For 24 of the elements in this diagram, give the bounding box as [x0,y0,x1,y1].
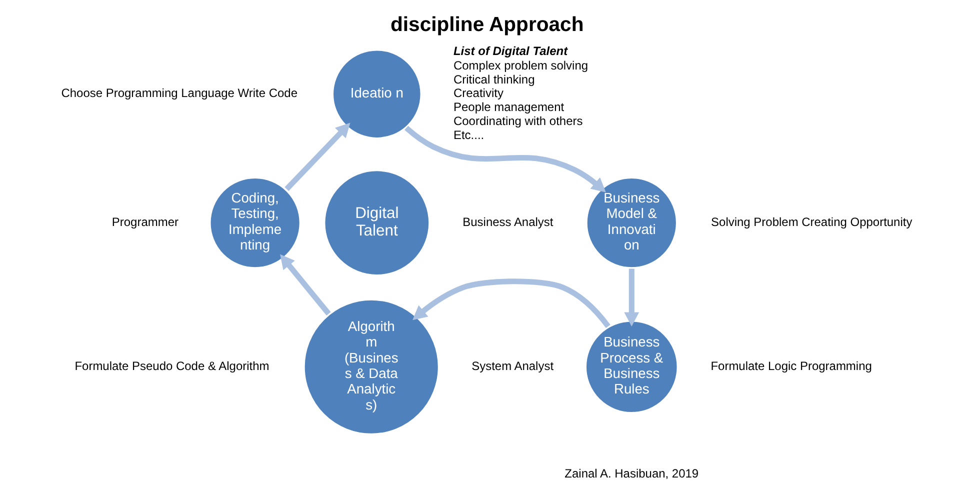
label: Formulate Logic Programming [710,359,872,374]
diagram-title: discipline Approach [390,14,584,36]
label: Zainal A. Hasibuan, 2019 [564,466,699,481]
label: Formulate Pseudo Code & Algorithm [74,359,270,374]
label: Solving Problem Creating Opportunity [711,214,912,229]
label: People management [454,100,564,114]
label: Choose Programming Language Write Code [61,86,298,100]
label: Critical thinking [454,72,535,86]
label: Creativity [454,86,504,100]
node-circle: Digital Talent [322,168,432,278]
arrow [280,254,331,316]
arrow [404,126,606,192]
arrow [412,278,610,328]
label: Coordinating with others [454,114,583,128]
node-circle: Algorith m (Busines s & Data Analytic s) [302,298,441,436]
label: Etc.... [454,128,484,142]
label: System Analyst [472,359,554,374]
node-circle: Business Process & Business Rules [584,318,680,415]
arrow [624,268,640,326]
label: Business Analyst [462,214,554,229]
label: Programmer [112,214,179,229]
label: List of Digital Talent [454,44,568,58]
arrow [284,122,350,191]
label: Complex problem solving [454,58,588,73]
